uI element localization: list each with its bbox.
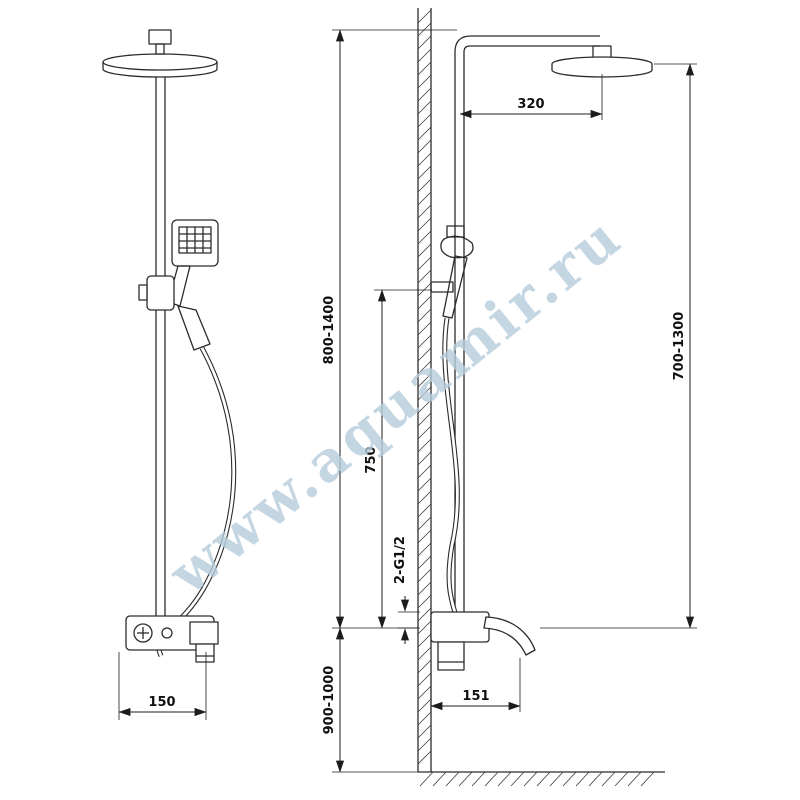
slider-bracket-front [138,275,175,311]
dim-150: 150 [118,652,207,720]
hand-shower-side [430,225,474,319]
rain-shower-head-side [551,56,653,78]
dim-900-1000-label: 900-1000 [322,666,337,735]
dim-700-1300: 700-1300 [540,63,697,629]
hose-front [155,346,237,657]
dim-151: 151 [430,658,521,712]
dim-320: 320 [459,74,603,120]
dim-800-1400: 800-1400 [322,29,457,629]
shower-pole-front [155,77,166,640]
wall-hatch [417,9,432,765]
mixer-side [430,611,536,671]
dim-700-1300-label: 700-1300 [672,312,687,381]
dim-320-label: 320 [517,97,544,112]
dim-151-label: 151 [462,689,489,704]
dim-150-label: 150 [148,695,175,710]
hand-shower-front [167,219,219,307]
top-arm-fitting-front [148,29,172,55]
dim-800-1400-label: 800-1400 [322,296,337,365]
hose-side [442,317,460,617]
dim-g12-label: 2-G1/2 [393,536,408,584]
front-view: 150 [102,29,237,720]
dim-750: 750 [364,289,432,629]
mixer-front [125,615,219,663]
rain-shower-head-front [102,53,218,78]
hose-cone-front [177,305,211,351]
dim-g12: 2-G1/2 [393,536,420,644]
shower-column-side [454,35,612,628]
side-view: 320 2-G1/2 [322,8,697,787]
dim-900-1000: 900-1000 [322,627,418,773]
dim-750-label: 750 [364,446,379,473]
wall [417,8,432,772]
floor-hatch [419,771,655,787]
